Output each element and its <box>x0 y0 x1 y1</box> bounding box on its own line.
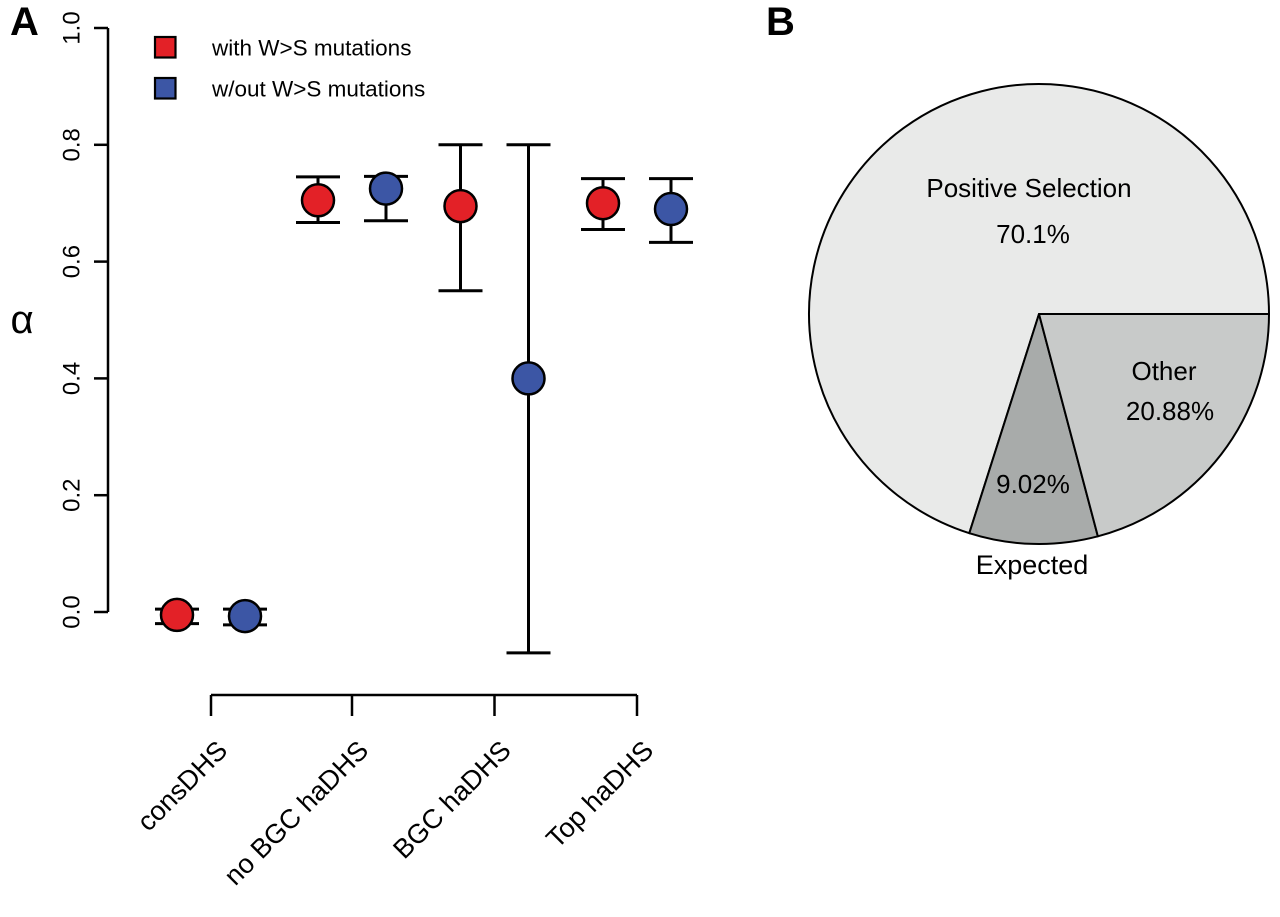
y-axis-title: α <box>10 298 33 342</box>
category-label: Top haDHS <box>540 735 659 854</box>
data-point <box>159 597 195 633</box>
pie-label-other: Other <box>1131 356 1196 386</box>
y-tick-label: 0.8 <box>59 128 86 161</box>
y-tick-label: 0.0 <box>59 595 86 628</box>
pie-slice-expected <box>968 313 1099 545</box>
y-tick-label: 0.2 <box>59 479 86 512</box>
data-point <box>585 185 621 221</box>
category-label: BGC haDHS <box>387 735 516 864</box>
point-group-without-ws-2 <box>506 143 551 655</box>
point-group-without-ws-1 <box>364 171 408 223</box>
data-point <box>653 191 689 227</box>
point-group-with-ws-1 <box>296 175 340 224</box>
panel-b-label: B <box>766 0 795 44</box>
point-group-with-ws-0 <box>155 597 199 633</box>
y-tick-label: 0.4 <box>59 362 86 395</box>
point-group-without-ws-3 <box>649 177 693 244</box>
pie-outer-label-expected: Expected <box>976 550 1089 580</box>
y-tick-label: 1.0 <box>59 11 86 44</box>
pie-slice-other <box>1038 313 1270 538</box>
legend-label: with W>S mutations <box>211 36 411 61</box>
pie-pct-expected: 9.02% <box>996 469 1070 499</box>
point-group-with-ws-2 <box>438 143 483 293</box>
data-point <box>227 598 263 634</box>
data-point <box>511 361 546 396</box>
data-point <box>368 171 404 206</box>
legend-swatch-red <box>153 35 177 59</box>
legend-swatch-blue <box>153 76 177 100</box>
legend-label: w/out W>S mutations <box>211 77 425 102</box>
point-group-without-ws-0 <box>223 598 267 634</box>
point-group-with-ws-3 <box>581 177 625 231</box>
pie-slice-positive-selection <box>808 83 1270 535</box>
panel-a-label: A <box>10 0 39 44</box>
pie-label-positive-selection: Positive Selection <box>926 173 1131 203</box>
data-point <box>443 188 478 224</box>
pie-pct-other: 20.88% <box>1126 396 1214 426</box>
y-tick-label: 0.6 <box>59 245 86 278</box>
pie-pct-positive-selection: 70.1% <box>996 219 1070 249</box>
data-point <box>300 183 336 218</box>
panel-b-pie-chart: Positive Selection 70.1% 9.02% Expected Othe… <box>808 83 1270 580</box>
panel-a-dot-plot: 0.0 0.2 0.4 0.6 0.8 1.0 α with W>S mutations w/o… <box>10 11 693 891</box>
category-label: consDHS <box>131 735 233 837</box>
category-label: no BGC haDHS <box>218 735 374 891</box>
